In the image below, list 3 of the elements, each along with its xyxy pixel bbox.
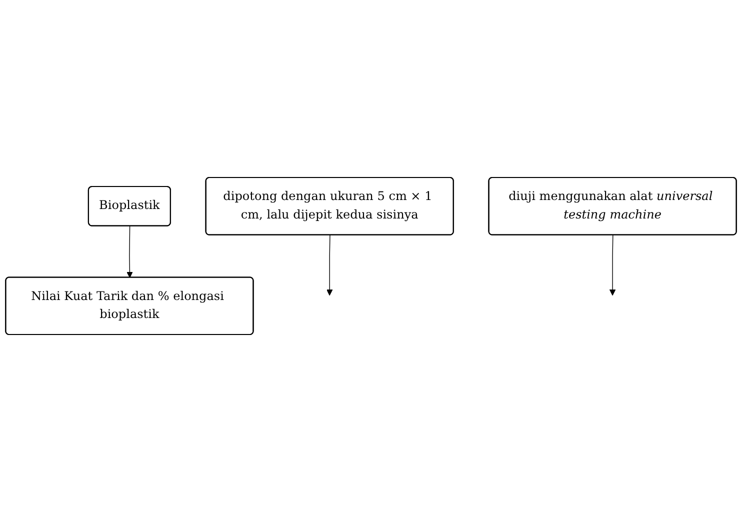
arrow [326, 234, 333, 296]
arrow [609, 234, 616, 296]
arrow [126, 226, 133, 278]
